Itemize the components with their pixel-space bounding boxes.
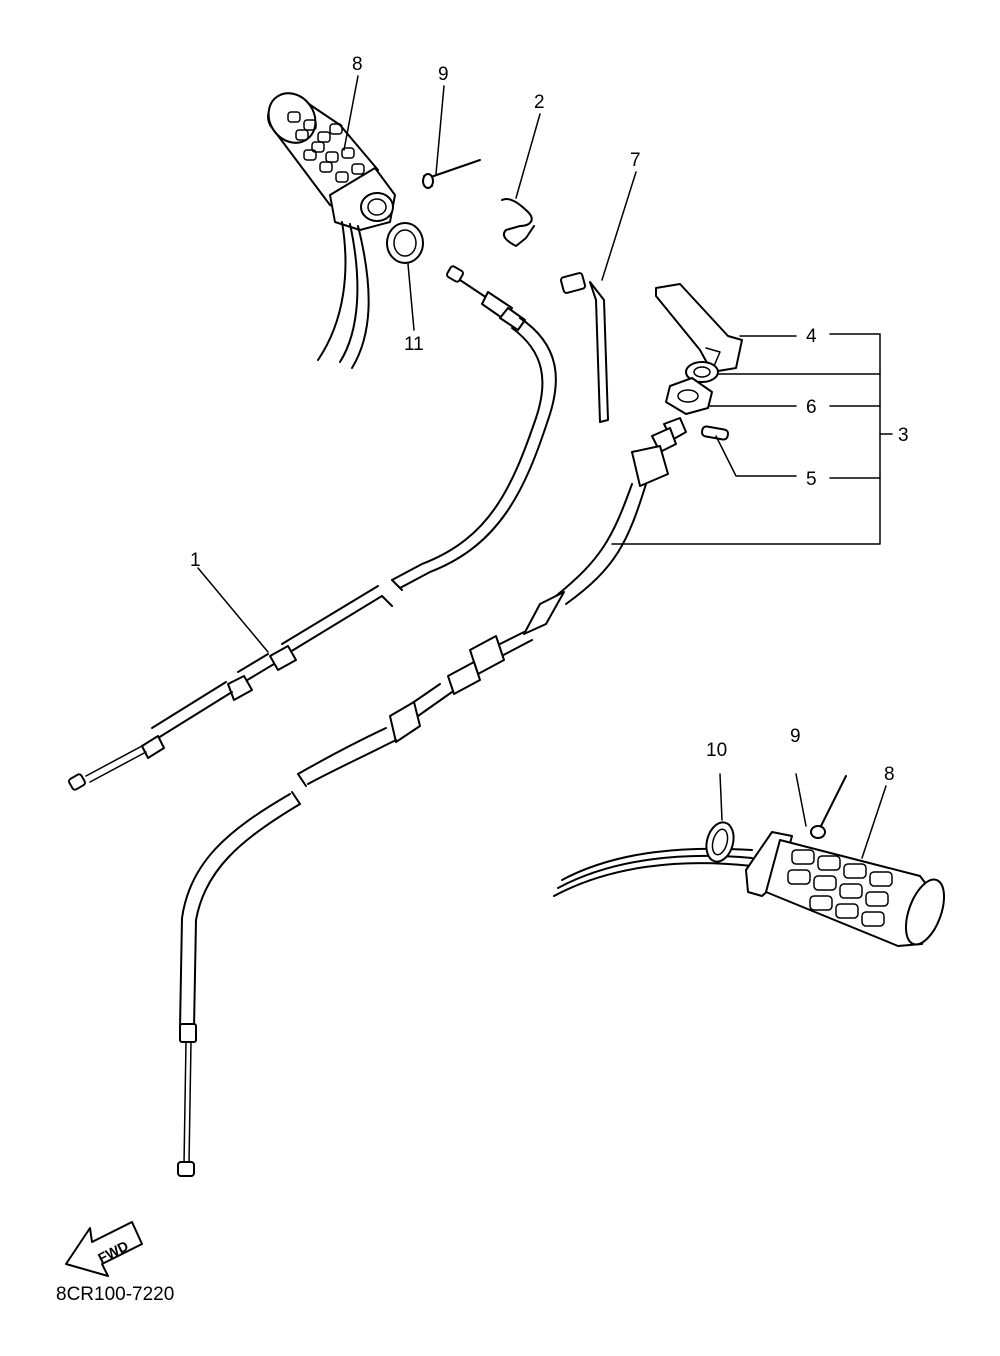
right-handlebar-grip <box>553 831 946 947</box>
nut <box>665 377 713 415</box>
callout-3: 3 <box>898 425 909 446</box>
forward-arrow-icon: FWD <box>65 1221 143 1277</box>
wire-clip <box>501 198 535 247</box>
choke-cable <box>177 417 687 1177</box>
cable-tie <box>559 272 609 423</box>
throttle-cable <box>68 265 557 791</box>
callout-4: 4 <box>806 326 817 347</box>
left-handlebar-grip <box>267 92 396 369</box>
callout-9-bottom: 9 <box>790 726 801 747</box>
choke-lever <box>655 283 743 373</box>
callout-8-top: 8 <box>352 54 363 75</box>
pin <box>700 425 730 441</box>
callout-10: 10 <box>706 740 727 761</box>
callout-11: 11 <box>404 334 424 355</box>
screw-top <box>422 159 481 189</box>
screw-bottom <box>810 775 847 839</box>
callout-8-bottom: 8 <box>884 764 895 785</box>
callout-9-top: 9 <box>438 64 449 85</box>
collar-part-11 <box>386 222 424 264</box>
callout-5: 5 <box>806 469 817 490</box>
washer <box>685 361 719 383</box>
callout-2: 2 <box>534 92 545 113</box>
leader-lines <box>197 75 893 859</box>
callout-7: 7 <box>630 150 641 171</box>
collar-part-10 <box>705 821 735 863</box>
callout-1: 1 <box>190 550 201 571</box>
diagram-part-code: 8CR100-7220 <box>56 1284 174 1305</box>
callout-6: 6 <box>806 397 817 418</box>
